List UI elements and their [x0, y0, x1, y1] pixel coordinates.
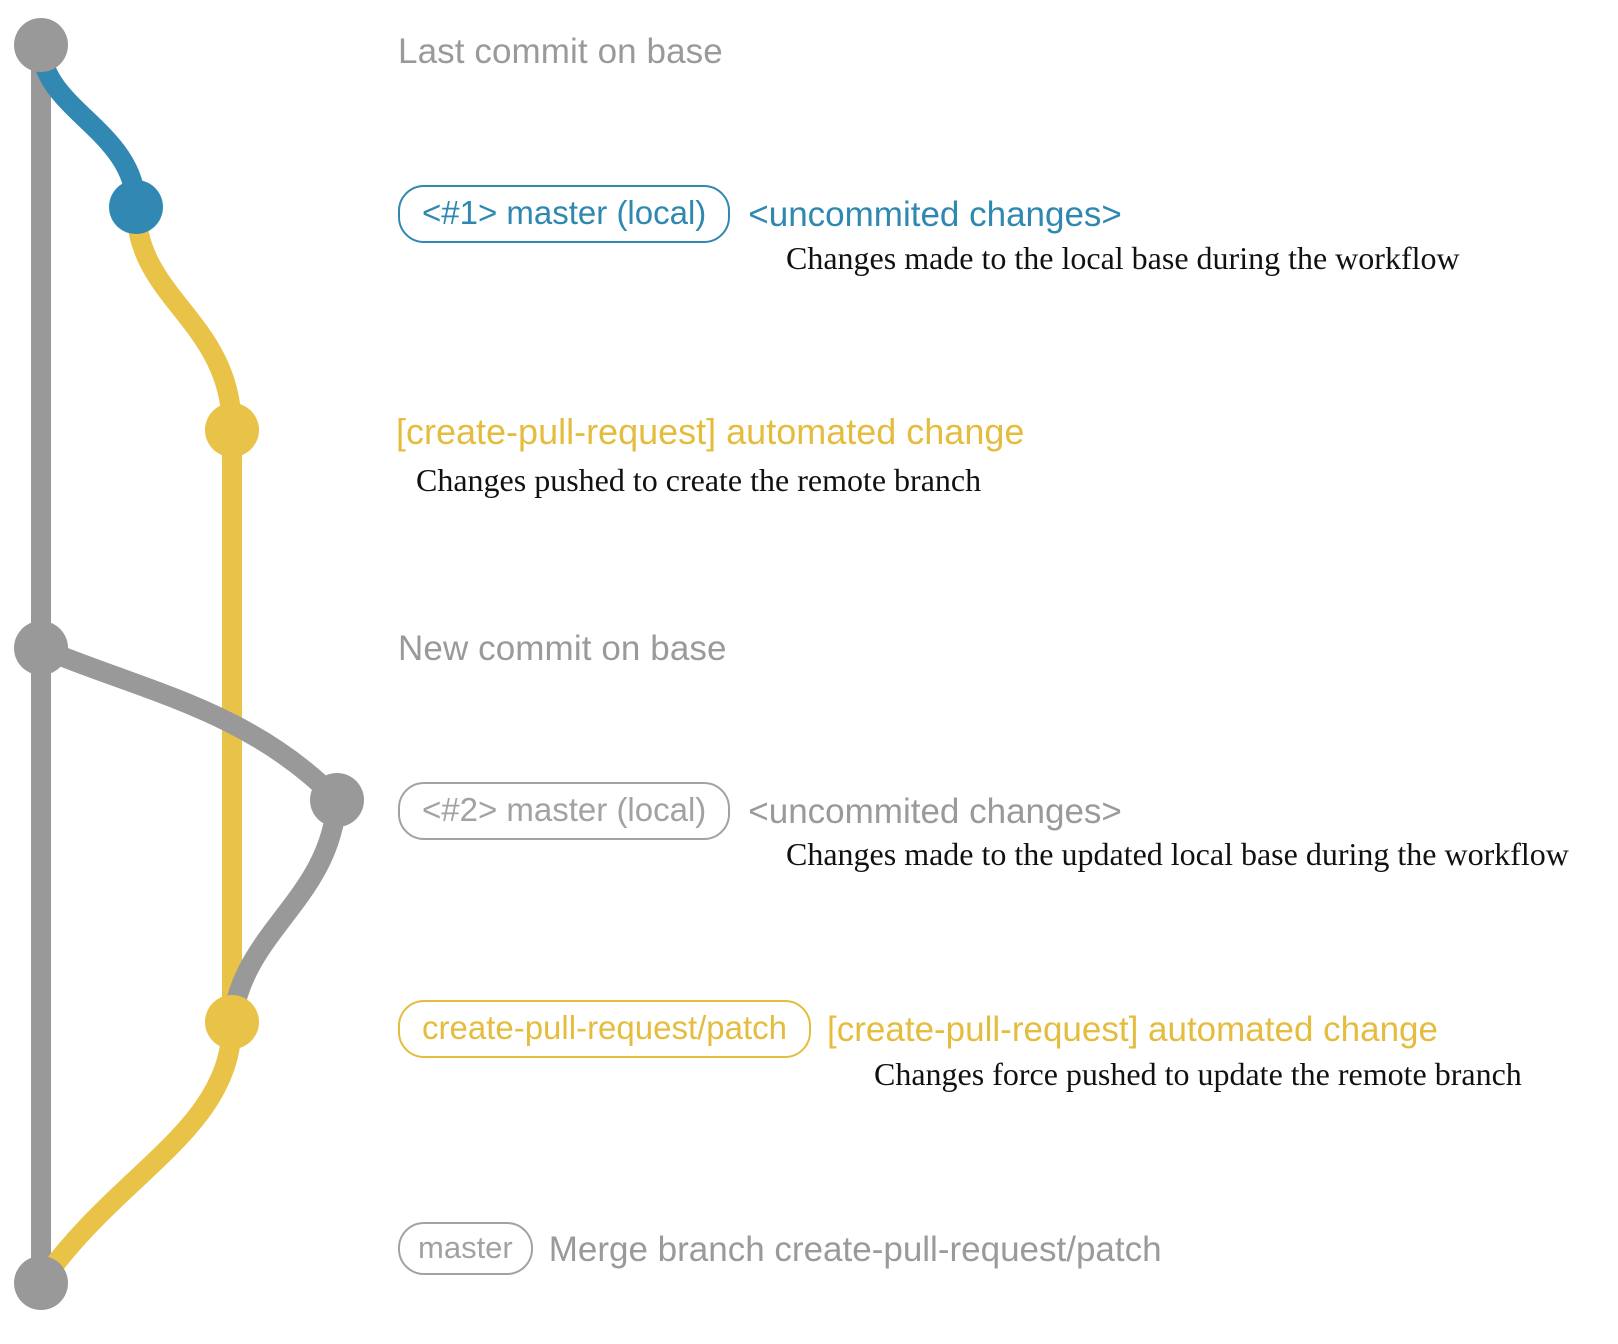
- description-local-2: Changes made to the updated local base d…: [786, 836, 1569, 872]
- commit-node-merge[interactable]: [14, 1256, 68, 1310]
- edge-local2-to-patch2: [222, 790, 347, 1032]
- commit-node-base-new[interactable]: [14, 621, 68, 675]
- caption-last-commit-on-base: Last commit on base: [398, 32, 723, 71]
- commit-node-patch-2[interactable]: [205, 995, 259, 1049]
- commit-node-base-head[interactable]: [14, 18, 68, 72]
- row-last-commit-on-base: Last commit on base: [398, 34, 723, 69]
- commit-subject-merge: Merge branch create-pull-request/patch: [548, 1230, 1162, 1269]
- commit-subject-local-1: <uncommited changes>: [748, 195, 1122, 234]
- description-automated-1: Changes pushed to create the remote bran…: [416, 462, 982, 498]
- edge-basenew-to-local2: [31, 638, 347, 810]
- ref-pill-create-pull-request-patch[interactable]: create-pull-request/patch: [398, 1000, 812, 1058]
- row-new-commit-on-base: New commit on base: [398, 631, 727, 666]
- ref-pill-master[interactable]: master: [398, 1222, 533, 1275]
- commit-node-local-1[interactable]: [109, 180, 163, 234]
- row-local-2: <#2> master (local) <uncommited changes>: [398, 782, 1122, 840]
- commit-node-patch-1[interactable]: [205, 403, 259, 457]
- caption-new-commit-on-base: New commit on base: [398, 629, 727, 668]
- row-automated-2: create-pull-request/patch [create-pull-r…: [398, 1000, 1438, 1058]
- ref-pill-master-local-1[interactable]: <#1> master (local): [398, 185, 731, 243]
- commit-subject-local-2: <uncommited changes>: [748, 792, 1122, 831]
- row-automated-1: [create-pull-request] automated change: [396, 414, 1024, 450]
- commit-node-local-2[interactable]: [310, 773, 364, 827]
- edge-patch2-to-merge: [31, 1012, 242, 1293]
- commit-subject-automated-1: [create-pull-request] automated change: [396, 411, 1025, 452]
- description-automated-2: Changes force pushed to update the remot…: [874, 1056, 1522, 1092]
- row-local-1: <#1> master (local) <uncommited changes>: [398, 185, 1122, 243]
- edge-local1-to-patch1: [126, 197, 242, 440]
- row-merge: master Merge branch create-pull-request/…: [398, 1222, 1162, 1275]
- description-local-1: Changes made to the local base during th…: [786, 240, 1460, 276]
- ref-pill-master-local-2[interactable]: <#2> master (local): [398, 782, 731, 840]
- commit-subject-automated-2: [create-pull-request] automated change: [827, 1010, 1438, 1049]
